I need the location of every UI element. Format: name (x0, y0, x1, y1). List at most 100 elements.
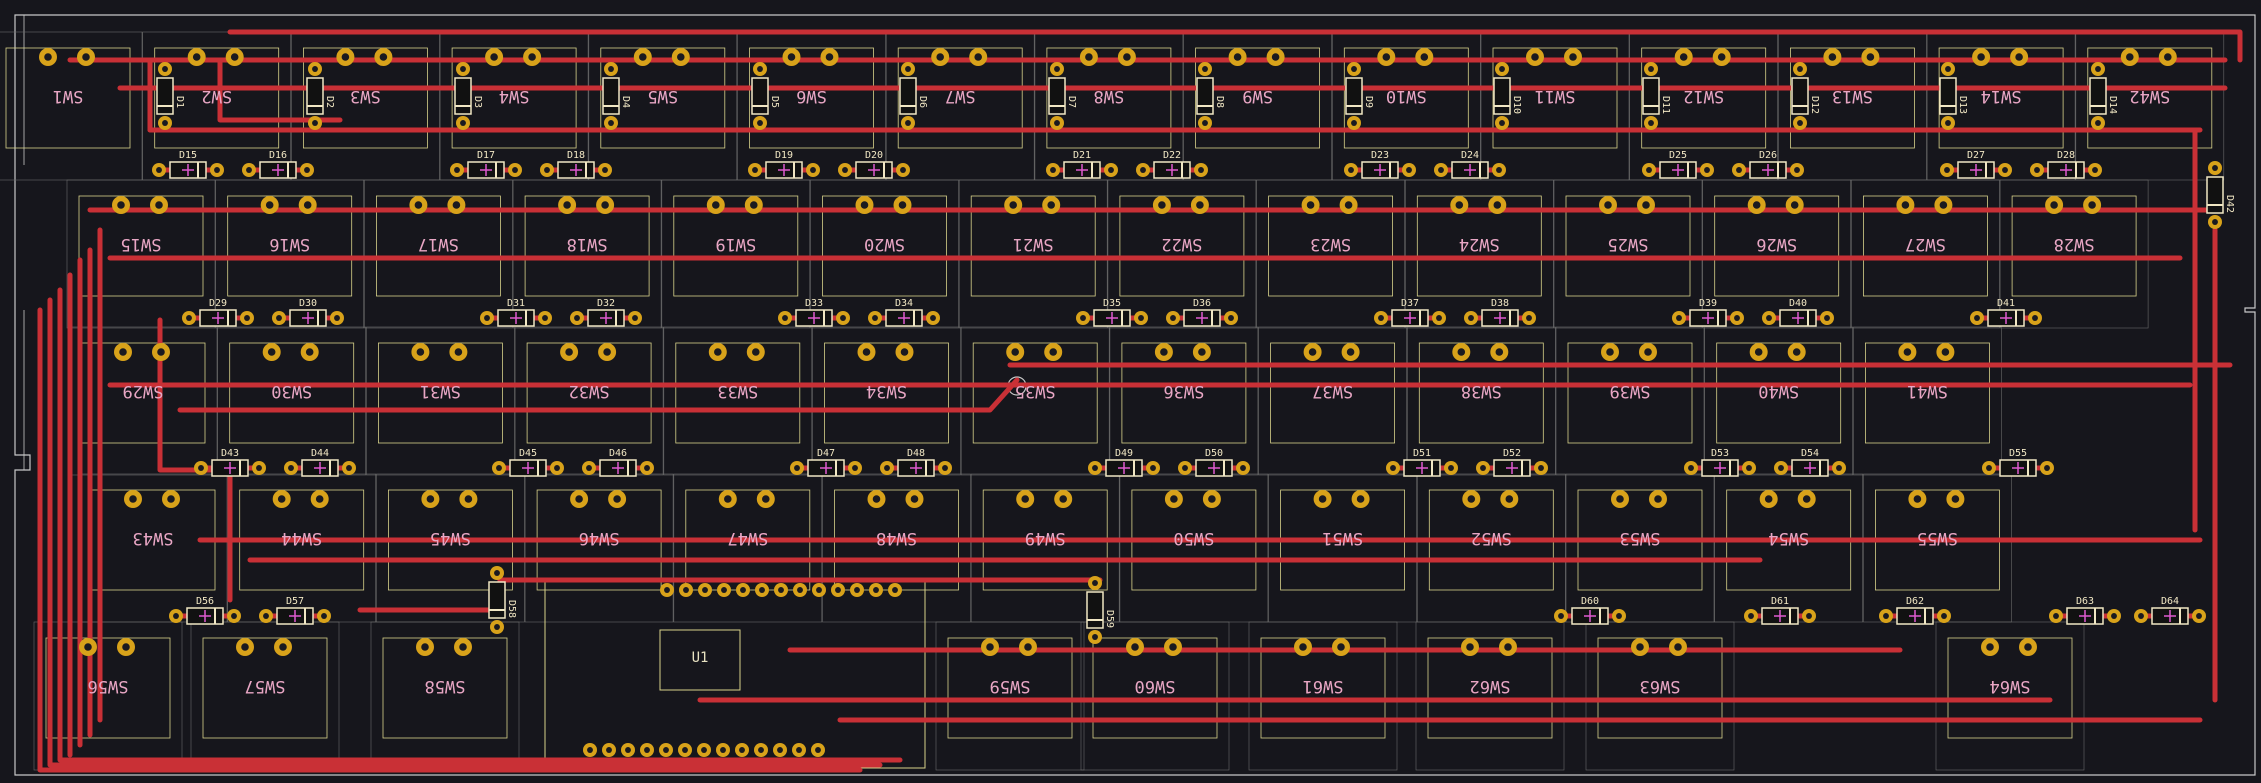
pad-drill (905, 120, 911, 126)
pad-drill (1448, 465, 1454, 471)
pad-drill (460, 120, 466, 126)
diode-label: D4 (620, 96, 631, 108)
pad-drill (1792, 348, 1801, 356)
switch-courtyard (822, 195, 947, 297)
pad-drill (1913, 495, 1922, 503)
pad-drill (1646, 167, 1652, 173)
switch-courtyard (524, 195, 650, 297)
pad-drill (416, 348, 425, 356)
switch-outline (1553, 179, 1703, 329)
switch-label: SW59 (990, 676, 1031, 696)
diode-body (1345, 77, 1363, 115)
switch-label: SW56 (88, 676, 129, 696)
switch-label: SW7 (945, 86, 976, 106)
diode-label: D22 (1163, 150, 1181, 161)
diode-body (1939, 77, 1957, 115)
pad-drill (484, 315, 490, 321)
pad-drill (905, 66, 911, 72)
pad-drill (1131, 643, 1139, 651)
diode-body (751, 77, 769, 115)
pad-drill (1616, 495, 1624, 503)
switch-outline (1555, 326, 1705, 476)
pad-drill (304, 167, 310, 173)
pad-drill (1794, 167, 1800, 173)
pad-drill (1346, 348, 1355, 356)
pad-drill (315, 495, 324, 503)
pad-drill (563, 201, 571, 209)
pad-drill (854, 587, 860, 593)
switch-outline (1935, 621, 2085, 771)
pad-drill (930, 315, 936, 321)
diode-body (1791, 77, 1809, 115)
pad-drill (312, 120, 318, 126)
pad-drill (303, 201, 312, 209)
pad-drill (1351, 120, 1357, 126)
pad-drill (494, 624, 500, 630)
diode-label: D28 (2057, 150, 2075, 161)
pad-drill (129, 495, 137, 503)
switch-courtyard (1716, 342, 1842, 444)
switch-courtyard (1418, 342, 1544, 444)
switch-outline (1853, 326, 2002, 476)
pad-drill (1883, 613, 1889, 619)
diode-label: D25 (1669, 150, 1687, 161)
mcu-label: U1 (692, 650, 709, 666)
switch-courtyard (5, 47, 131, 149)
pad-drill (1318, 495, 1327, 503)
diode-label: D40 (1789, 298, 1807, 309)
mcu-outline (544, 577, 926, 769)
switch-courtyard (1416, 195, 1542, 297)
switch-label: SW46 (579, 528, 620, 548)
switch-outline (661, 179, 811, 329)
switch-label: SW12 (1683, 86, 1724, 106)
pad-drill (1420, 53, 1429, 61)
diode-label: D30 (299, 298, 317, 309)
pad-drill (1974, 315, 1980, 321)
switch-label: SW44 (281, 528, 322, 548)
pad-drill (752, 167, 758, 173)
diode-body (2089, 77, 2107, 115)
switch-label: SW48 (876, 528, 917, 548)
pad-drill (244, 315, 250, 321)
pad-drill (1676, 315, 1682, 321)
pad-drill (1390, 465, 1396, 471)
switch-label: SW6 (796, 86, 827, 106)
pad-drill (1021, 495, 1029, 503)
pad-drill (724, 495, 732, 503)
diode-label: D59 (1104, 610, 1115, 628)
diode-label: D64 (2161, 596, 2179, 607)
pad-drill (1092, 634, 1098, 640)
pad-drill (644, 747, 650, 753)
pad-drill (1356, 495, 1365, 503)
diode-label: D15 (179, 150, 197, 161)
pad-drill (1746, 465, 1752, 471)
pad-drill (1736, 167, 1742, 173)
pad-drill (613, 495, 621, 503)
copper-trace (217, 57, 343, 123)
pad-drill (2126, 53, 2134, 61)
pad-drill (496, 465, 502, 471)
pad-drill (544, 167, 550, 173)
diode-body (899, 77, 917, 115)
pad-drill (1797, 120, 1803, 126)
pad-drill (2111, 613, 2117, 619)
pad-drill (1011, 348, 1019, 356)
switch-outline (217, 326, 366, 476)
diode-label: D11 (1660, 96, 1671, 114)
pad-drill (554, 465, 560, 471)
switch-courtyard (526, 342, 652, 444)
diode-label: D54 (1801, 448, 1819, 459)
switch-outline (524, 473, 674, 623)
pad-drill (1170, 495, 1178, 503)
pad-drill (2015, 53, 2023, 61)
pad-drill (334, 315, 340, 321)
diode-label: D13 (1957, 96, 1968, 114)
diode-label: D51 (1413, 448, 1431, 459)
pad-drill (230, 53, 239, 61)
pad-drill (198, 465, 204, 471)
switch-label: SW31 (420, 381, 461, 401)
pad-drill (1123, 53, 1131, 61)
pad-drill (872, 315, 878, 321)
pad-drill (796, 747, 802, 753)
pads-layer (39, 48, 2222, 757)
